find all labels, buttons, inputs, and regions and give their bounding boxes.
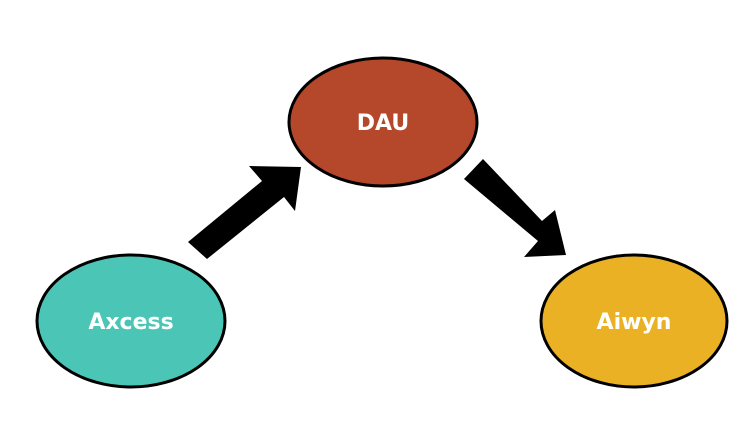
- node-dau-label: DAU: [357, 111, 409, 136]
- node-aiwyn-label: Aiwyn: [597, 310, 672, 335]
- node-axcess-ellipse: [35, 253, 227, 389]
- arrow-dau-to-aiwyn-shape: [464, 159, 566, 257]
- arrow-axcess-to-dau-shape: [188, 166, 301, 259]
- arrow-dau-to-aiwyn: [464, 159, 566, 257]
- node-aiwyn: Aiwyn: [539, 253, 729, 389]
- arrow-axcess-to-dau: [188, 166, 301, 259]
- node-aiwyn-ellipse: [539, 253, 729, 389]
- node-axcess: Axcess: [35, 253, 227, 389]
- node-dau: DAU: [287, 56, 479, 188]
- node-dau-ellipse: [287, 56, 479, 188]
- node-axcess-label: Axcess: [88, 310, 173, 335]
